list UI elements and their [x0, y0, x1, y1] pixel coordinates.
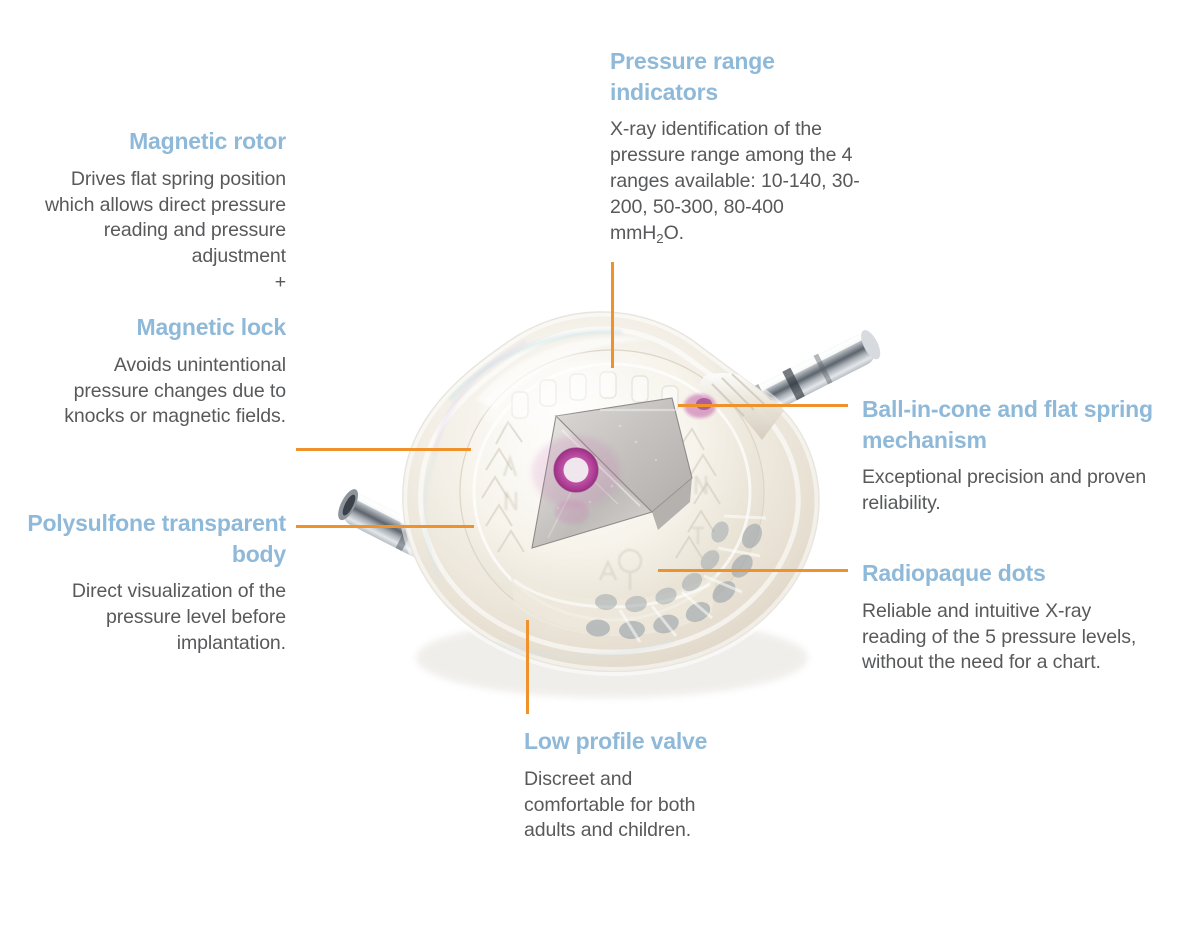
pressure-range-body-text: X-ray identification of the pressure ran…	[610, 118, 860, 244]
callout-low-profile-valve: Low profile valve Discreet and comfortab…	[524, 726, 724, 844]
callout-magnetic-lock: Magnetic lock Avoids unintentional press…	[36, 312, 286, 430]
leader-line-polysulfone	[296, 525, 474, 528]
callout-heading-magnetic-rotor: Magnetic rotor	[129, 128, 286, 154]
callout-body-pressure-range: X-ray identification of the pressure ran…	[610, 117, 860, 247]
leader-line-magnetic-lock	[296, 448, 471, 451]
callout-heading-pressure-range: Pressure range indicators	[610, 48, 775, 105]
callout-polysulfone-transparent-body: Polysulfone transparent body Direct visu…	[18, 508, 286, 657]
pressure-range-body-tail: O.	[663, 221, 684, 244]
leader-line-radiopaque-dots	[658, 569, 848, 572]
leader-line-low-profile-valve	[526, 620, 529, 714]
callout-body-low-profile-valve: Discreet and comfortable for both adults…	[524, 767, 696, 842]
leader-line-ball-in-cone	[678, 404, 848, 407]
callout-body-magnetic-lock: Avoids unintentional pressure changes du…	[64, 353, 286, 428]
callout-pressure-range-indicators: Pressure range indicators X-ray identifi…	[610, 46, 860, 247]
pressure-indicator-ring	[532, 436, 620, 524]
callout-connector-plus: +	[274, 271, 286, 294]
valve-device-illustration	[300, 280, 900, 720]
callout-radiopaque-dots: Radiopaque dots Reliable and intuitive X…	[862, 558, 1144, 676]
callout-heading-polysulfone: Polysulfone transparent body	[27, 510, 286, 567]
callout-body-radiopaque-dots: Reliable and intuitive X-ray reading of …	[862, 599, 1137, 674]
callout-heading-low-profile-valve: Low profile valve	[524, 728, 708, 754]
pressure-range-subscript: 2	[656, 230, 664, 246]
callout-magnetic-rotor: Magnetic rotor Drives flat spring positi…	[36, 126, 286, 296]
callout-body-polysulfone: Direct visualization of the pressure lev…	[71, 580, 286, 654]
polysulfone-body	[398, 307, 824, 676]
callout-ball-in-cone: Ball-in-cone and flat spring mechanism E…	[862, 394, 1162, 517]
leader-line-pressure-range	[611, 262, 614, 368]
callout-heading-magnetic-lock: Magnetic lock	[136, 314, 287, 340]
callout-heading-ball-in-cone: Ball-in-cone and flat spring mechanism	[862, 396, 1153, 453]
radiopaque-dots-inner	[595, 521, 729, 613]
callout-heading-radiopaque-dots: Radiopaque dots	[862, 560, 1046, 586]
callout-body-ball-in-cone: Exceptional precision and proven reliabi…	[862, 466, 1147, 515]
callout-body-magnetic-rotor: Drives flat spring position which allows…	[44, 167, 286, 268]
